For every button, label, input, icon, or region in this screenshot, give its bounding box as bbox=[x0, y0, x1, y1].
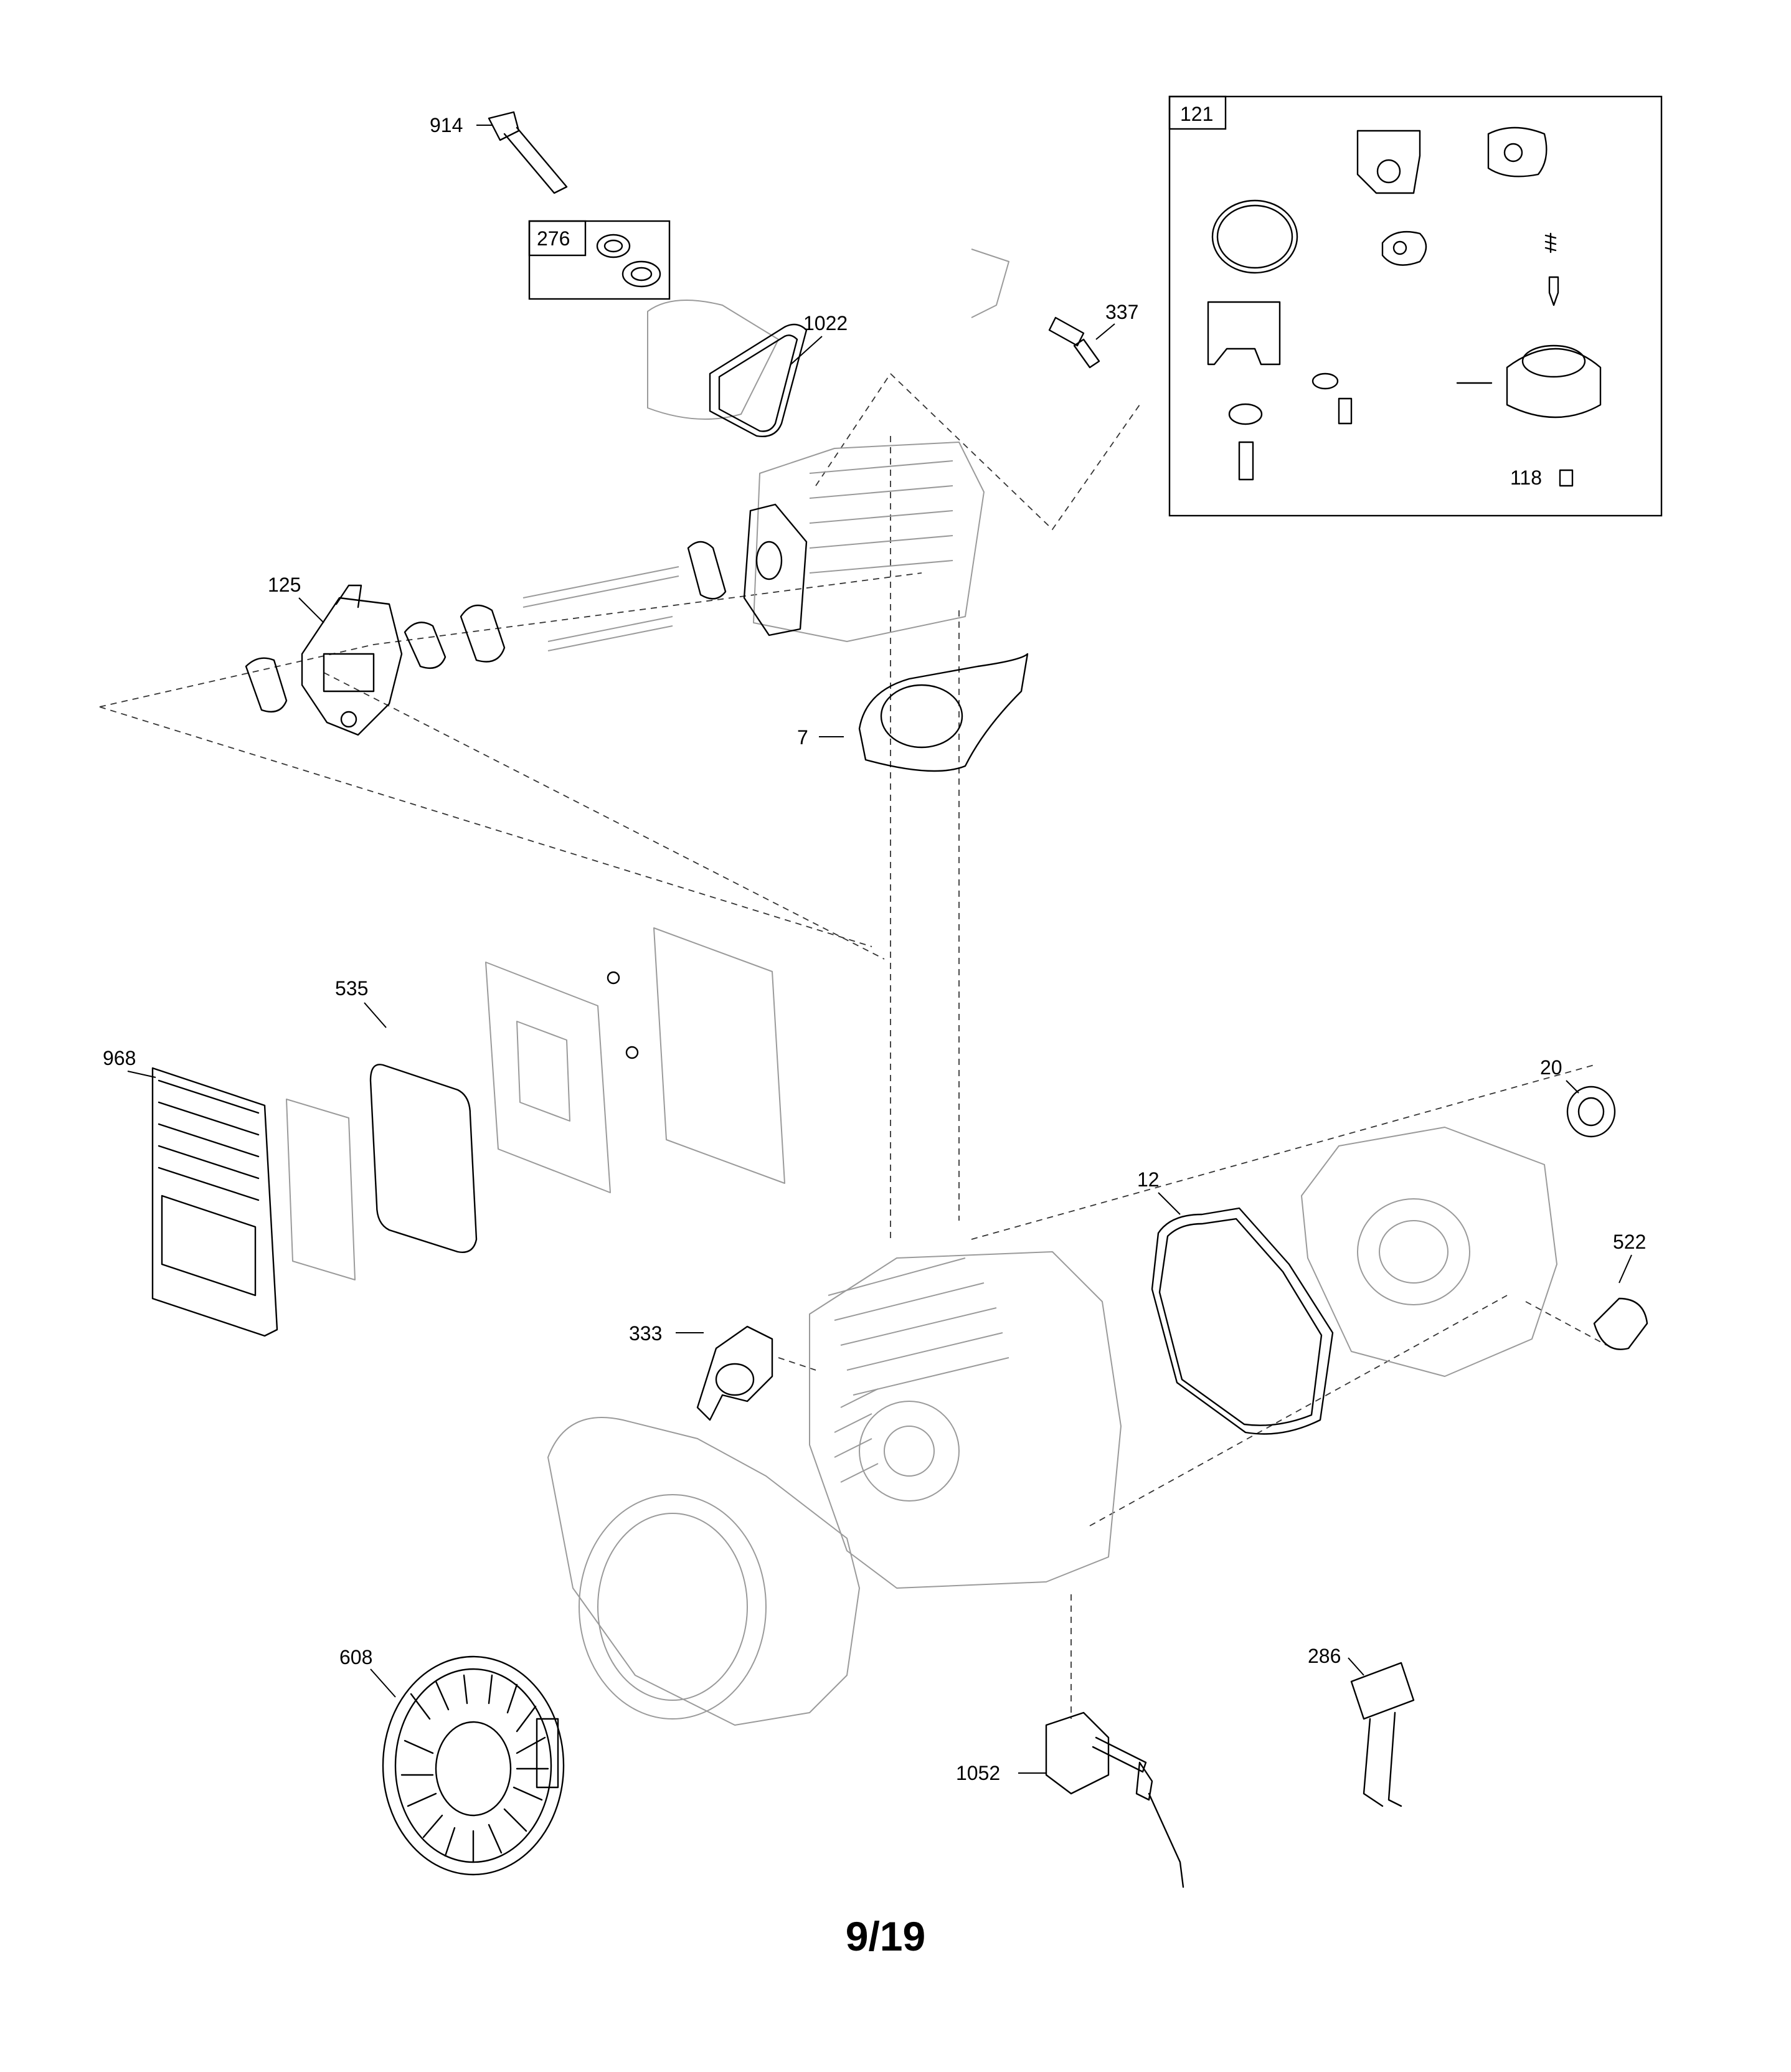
svg-text:333: 333 bbox=[629, 1322, 662, 1345]
needle-valve-icon bbox=[1548, 276, 1559, 306]
head-gasket-icon bbox=[858, 653, 1029, 772]
callout-522: 522 bbox=[1613, 1231, 1646, 1284]
float-bowl-icon bbox=[1207, 301, 1281, 366]
assembly-guide-lines bbox=[99, 373, 1607, 1719]
callout-1052: 1052 bbox=[956, 1762, 1046, 1784]
svg-text:12: 12 bbox=[1137, 1168, 1160, 1191]
air-filter-gasket-icon bbox=[245, 657, 288, 713]
svg-text:286: 286 bbox=[1308, 1645, 1341, 1667]
svg-text:337: 337 bbox=[1105, 301, 1138, 323]
bolt-icon bbox=[1238, 441, 1254, 481]
valve-cover-icon bbox=[647, 300, 779, 420]
jet-icon bbox=[1338, 397, 1353, 425]
flange-gasket-icon bbox=[1381, 231, 1427, 266]
gasket-icon bbox=[1487, 126, 1548, 177]
carb-spacer-icon bbox=[460, 604, 506, 663]
spark-plug-icon bbox=[1048, 316, 1100, 369]
callout-12: 12 bbox=[1137, 1168, 1181, 1215]
carb-gasket-icon bbox=[404, 622, 447, 669]
studs-icon bbox=[522, 566, 679, 651]
callout-333: 333 bbox=[629, 1322, 704, 1345]
svg-text:20: 20 bbox=[1540, 1056, 1562, 1079]
carb-body-plate-icon bbox=[1356, 130, 1421, 194]
air-cleaner-back-plate-icon bbox=[653, 927, 785, 1184]
cylinder-head-icon bbox=[753, 442, 985, 642]
valve-cover-gasket-icon bbox=[709, 323, 808, 437]
svg-text:968: 968 bbox=[103, 1047, 136, 1069]
callout-535: 535 bbox=[335, 977, 387, 1028]
engine-block bbox=[809, 1251, 1122, 1589]
washer-icon bbox=[1311, 372, 1339, 390]
oil-fill-cap-icon bbox=[1593, 1297, 1648, 1350]
intake-gasket-icon bbox=[687, 541, 727, 600]
pre-cleaner-gasket-icon bbox=[286, 1099, 356, 1280]
svg-text:121: 121 bbox=[1180, 103, 1213, 125]
recoil-starter-icon bbox=[382, 1655, 565, 1876]
spark-plug-boot-icon bbox=[971, 248, 1009, 318]
crankcase-icon bbox=[809, 1251, 1122, 1589]
svg-text:522: 522 bbox=[1613, 1231, 1646, 1253]
float-icon bbox=[1506, 348, 1602, 419]
callout-125: 125 bbox=[268, 574, 324, 623]
callout-276: 276 bbox=[537, 227, 570, 250]
svg-text:914: 914 bbox=[430, 114, 463, 136]
callout-608: 608 bbox=[339, 1646, 396, 1698]
intake-manifold-icon bbox=[743, 503, 808, 636]
svg-text:1052: 1052 bbox=[956, 1762, 1000, 1784]
ignition-module-icon bbox=[1350, 1662, 1415, 1807]
crankcase-gasket-icon bbox=[1151, 1207, 1334, 1435]
callout-118: 118 bbox=[1510, 466, 1542, 489]
blower-housing-icon bbox=[547, 1417, 860, 1726]
svg-text:7: 7 bbox=[797, 726, 808, 749]
svg-text:608: 608 bbox=[339, 1646, 372, 1668]
page-number: 9/19 bbox=[846, 1913, 925, 1959]
callout-121: 121 bbox=[1180, 103, 1213, 125]
callout-286: 286 bbox=[1308, 1645, 1364, 1676]
air-cleaner-base-icon bbox=[485, 962, 611, 1193]
oil-seal-icon bbox=[1566, 1086, 1616, 1138]
callout-914: 914 bbox=[430, 114, 492, 136]
grommet-kit-box bbox=[528, 220, 671, 300]
svg-text:276: 276 bbox=[537, 227, 570, 250]
svg-text:535: 535 bbox=[335, 977, 368, 1000]
svg-text:1022: 1022 bbox=[803, 312, 848, 334]
oil-level-sensor-icon bbox=[1045, 1711, 1184, 1888]
spring-icon bbox=[1544, 232, 1557, 253]
svg-text:118: 118 bbox=[1510, 466, 1542, 489]
callout-968: 968 bbox=[103, 1047, 156, 1078]
bolt-914-icon bbox=[488, 111, 568, 194]
o-ring-icon bbox=[1211, 199, 1298, 274]
svg-text:125: 125 bbox=[268, 574, 301, 596]
seal-washer-icon bbox=[1228, 403, 1263, 425]
callout-20: 20 bbox=[1540, 1056, 1579, 1094]
screw-icon bbox=[1559, 469, 1574, 487]
carburetor-kit-box bbox=[1168, 95, 1663, 517]
callout-337: 337 bbox=[1095, 301, 1138, 340]
air-filter-element-icon bbox=[369, 1064, 478, 1253]
carburetor-icon bbox=[301, 597, 403, 736]
air-cleaner-cover-icon bbox=[151, 1067, 278, 1337]
callout-7: 7 bbox=[797, 726, 844, 749]
fuel-solenoid-icon bbox=[696, 1325, 773, 1421]
air-cleaner-assembly bbox=[151, 927, 785, 1337]
crankcase-cover-icon bbox=[1301, 1127, 1557, 1377]
callout-1022: 1022 bbox=[790, 312, 848, 365]
